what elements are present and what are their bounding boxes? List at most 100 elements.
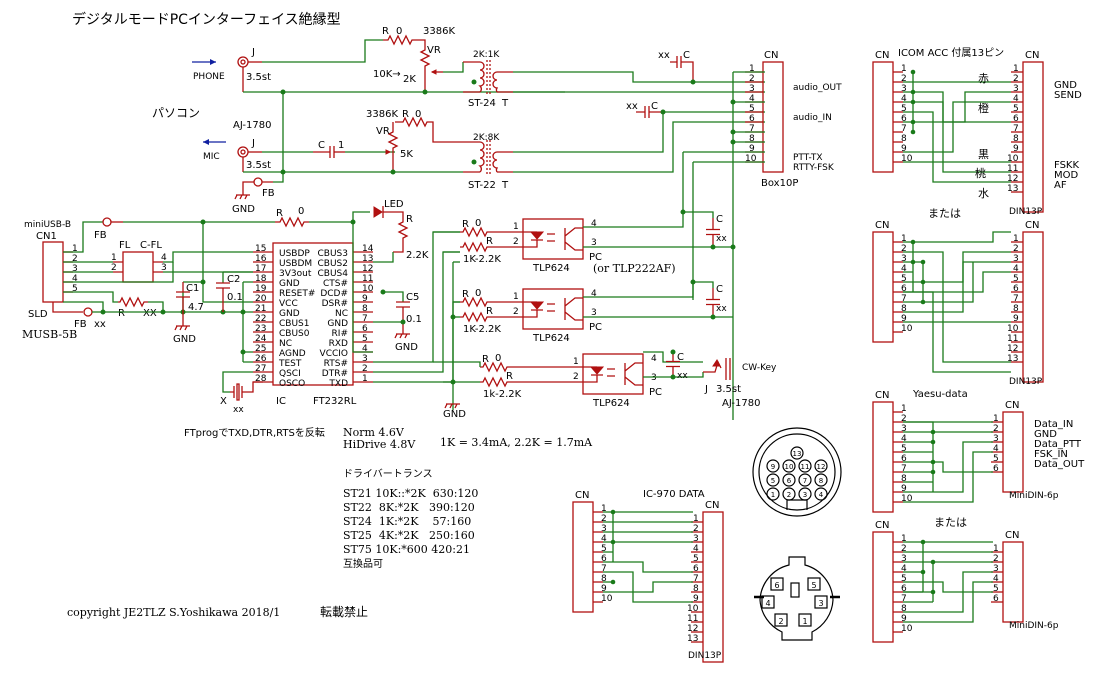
label: 2 (513, 237, 519, 247)
ic-pin-number: 4 (362, 344, 368, 354)
label: J (251, 138, 255, 149)
label: 12 (817, 463, 826, 471)
ic-pin-number: 26 (255, 354, 267, 364)
label: MiniDIN-6p (1009, 621, 1059, 631)
label: R (482, 354, 489, 365)
label: PC (649, 387, 662, 398)
svg-text:6: 6 (993, 464, 999, 474)
icom-title: ICOM ACC 付属13ピン (898, 46, 1004, 59)
ic-pin-number: 16 (255, 254, 267, 264)
audio-in-capacitor: xx C (626, 101, 666, 118)
ic-pin-number: 7 (362, 314, 368, 324)
svg-text:4: 4 (993, 574, 999, 584)
label: TLP624 (532, 263, 570, 274)
svg-text:5: 5 (1013, 104, 1019, 114)
svg-text:4: 4 (901, 264, 907, 274)
label: GND (1054, 80, 1077, 91)
ic-pin-name: USBDM (279, 259, 312, 269)
svg-text:3: 3 (1013, 84, 1019, 94)
label: DIN13P (688, 651, 722, 661)
ic-pin-name: GND (279, 309, 300, 319)
label: xx (716, 234, 727, 244)
label: MOD (1054, 170, 1078, 181)
label: 0.1 (406, 314, 422, 325)
svg-text:2: 2 (693, 524, 699, 534)
label: 0 (298, 206, 304, 217)
label: audio_OUT (793, 83, 842, 93)
yaesu-title: Yaesu-data (912, 389, 968, 400)
label: C5 (406, 292, 419, 303)
svg-text:5: 5 (601, 544, 607, 554)
label: HiDrive 4.8V (343, 438, 416, 451)
svg-text:1: 1 (693, 514, 699, 524)
label: 1 (771, 491, 775, 499)
label: J (251, 47, 255, 58)
driver-item: ST25 4K:*2K 250:160 (343, 529, 475, 542)
svg-text:2: 2 (993, 424, 999, 434)
svg-text:3: 3 (901, 84, 907, 94)
label: FT232RL (313, 396, 357, 407)
svg-text:8: 8 (901, 134, 907, 144)
box-pin-number: 6 (749, 114, 755, 124)
box-pin-number: 1 (749, 64, 755, 74)
label: R (486, 306, 493, 317)
ic-pin-number: 22 (255, 314, 266, 324)
label: C2 (227, 274, 240, 285)
driver-item: ST21 10K::*2K 630:120 (343, 487, 478, 500)
label: 0.1 (227, 292, 243, 303)
svg-text:4: 4 (1013, 94, 1019, 104)
label: 3386K (366, 109, 398, 120)
svg-text:1: 1 (901, 64, 907, 74)
svg-text:2: 2 (993, 554, 999, 564)
label: 赤 (978, 72, 989, 85)
label: 4 (591, 289, 597, 299)
ic-pin-number: 25 (255, 344, 266, 354)
ic-pin-name: TXD (328, 379, 348, 389)
diagram-title: デジタルモードPCインターフェイス絶縁型 (72, 11, 341, 28)
label: 11 (801, 463, 810, 471)
ic-pin-name: DSR# (322, 299, 348, 309)
svg-text:5: 5 (901, 274, 907, 284)
label: R (382, 26, 389, 37)
svg-text:6: 6 (901, 114, 907, 124)
label: 3.5st (716, 384, 741, 395)
box-pin-number: 4 (749, 94, 755, 104)
label: 8 (819, 477, 823, 485)
svg-text:8: 8 (1013, 134, 1019, 144)
label: 3 (818, 599, 823, 608)
usb-pin-number: 3 (72, 264, 78, 274)
ic-pin-number: 11 (362, 274, 373, 284)
svg-text:2: 2 (901, 414, 907, 424)
label: xx (716, 304, 727, 314)
label: 3 (591, 308, 597, 318)
label: 4.7 (188, 302, 204, 313)
ic-pin-number: 12 (362, 264, 373, 274)
label: GND (443, 409, 466, 420)
pc-label: パソコン (152, 106, 200, 120)
c2-capacitor: C2 0.1 (216, 271, 253, 312)
svg-text:8: 8 (693, 584, 699, 594)
label: RTTY-FSK (793, 163, 835, 173)
label: 黒 (978, 148, 989, 161)
box-pin-number: 5 (749, 104, 755, 114)
label: FSK_IN (1034, 449, 1068, 460)
label: XX (143, 308, 157, 319)
svg-text:13: 13 (1007, 354, 1018, 364)
jack-part-label: AJ-1780 (233, 120, 272, 131)
label: 4 (161, 253, 167, 263)
svg-text:9: 9 (901, 484, 907, 494)
label: 0 (396, 26, 402, 37)
box-pin-number: 10 (745, 154, 757, 164)
label: R (506, 371, 513, 382)
label: または (928, 207, 961, 220)
usb-pin-number: 5 (72, 284, 78, 294)
svg-text:2: 2 (1013, 74, 1019, 84)
ic-pin-name: VCCIO (320, 349, 348, 359)
label: Box10P (761, 178, 798, 189)
label: 1 (111, 253, 117, 263)
label: R (486, 236, 493, 247)
label: 10K→ (373, 69, 401, 80)
svg-text:7: 7 (901, 294, 907, 304)
